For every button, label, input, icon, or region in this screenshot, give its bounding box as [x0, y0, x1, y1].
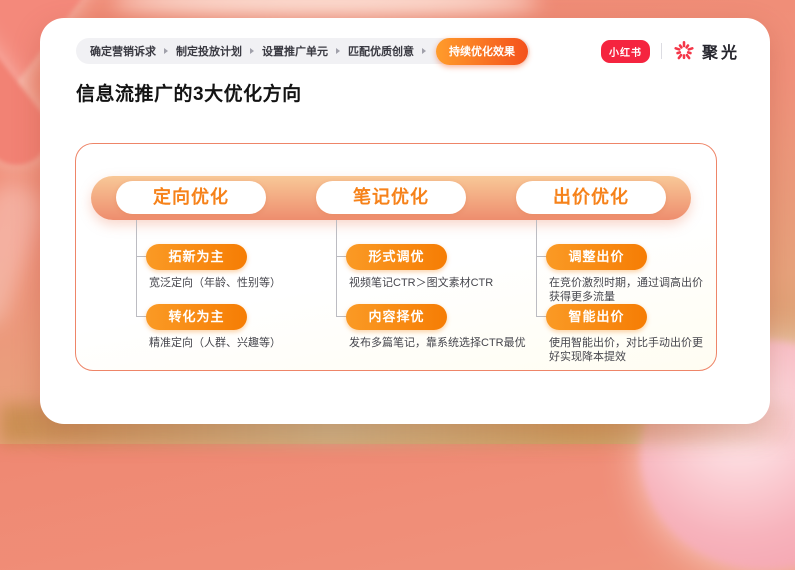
spark-burst-icon — [674, 41, 694, 60]
item-pill: 转化为主 — [146, 304, 247, 330]
item-description: 宽泛定向（年龄、性别等） — [149, 277, 281, 289]
column-targeting: 定向优化 拓新为主 宽泛定向（年龄、性别等） 转化为主 精准定向（人群、兴趣等） — [116, 144, 316, 370]
item-description: 视频笔记CTR＞图文素材CTR — [349, 277, 494, 289]
item-pill: 形式调优 — [346, 244, 447, 270]
arrow-right-icon — [250, 48, 254, 54]
breadcrumb: 确定营销诉求 制定投放计划 设置推广单元 匹配优质创意 持续优化效果 — [76, 37, 530, 65]
breadcrumb-step-3[interactable]: 设置推广单元 — [262, 46, 328, 58]
breadcrumb-step-2[interactable]: 制定投放计划 — [176, 46, 242, 58]
arrow-right-icon — [422, 48, 426, 54]
connector-line — [136, 256, 147, 257]
item-pill: 内容择优 — [346, 304, 447, 330]
column-header-pill: 笔记优化 — [316, 181, 466, 214]
item-description: 在竞价激烈时期，通过调高出价获得更多流量 — [549, 277, 703, 304]
connector-line — [136, 316, 147, 317]
connector-line — [136, 220, 137, 317]
breadcrumb-step-1[interactable]: 确定营销诉求 — [90, 46, 156, 58]
column-header-pill: 出价优化 — [516, 181, 666, 214]
page-title: 信息流推广的3大优化方向 — [76, 84, 302, 105]
connector-line — [536, 316, 547, 317]
arrow-right-icon — [336, 48, 340, 54]
breadcrumb-step-4[interactable]: 匹配优质创意 — [348, 46, 414, 58]
item-pill: 智能出价 — [546, 304, 647, 330]
column-bid: 出价优化 调整出价 在竞价激烈时期，通过调高出价获得更多流量 智能出价 使用智能… — [516, 144, 716, 370]
slide-card: 确定营销诉求 制定投放计划 设置推广单元 匹配优质创意 持续优化效果 小红书 — [40, 18, 770, 424]
item-description: 精准定向（人群、兴趣等） — [149, 337, 281, 349]
connector-line — [336, 256, 347, 257]
content-panel: 定向优化 拓新为主 宽泛定向（年龄、性别等） 转化为主 精准定向（人群、兴趣等）… — [75, 143, 717, 371]
brand-lockup: 小红书 聚光 — [600, 39, 740, 63]
item-description: 发布多篇笔记，靠系统选择CTR最优 — [349, 337, 526, 349]
item-description: 使用智能出价，对比手动出价更好实现降本提效 — [549, 337, 703, 364]
connector-line — [536, 256, 547, 257]
xiaohongshu-logo: 小红书 — [600, 39, 650, 63]
product-name: 聚光 — [701, 45, 740, 62]
brand-divider — [660, 43, 662, 59]
top-bar: 确定营销诉求 制定投放计划 设置推广单元 匹配优质创意 持续优化效果 小红书 — [40, 18, 770, 65]
breadcrumb-active-step[interactable]: 持续优化效果 — [436, 37, 528, 65]
arrow-right-icon — [164, 48, 168, 54]
item-pill: 拓新为主 — [146, 244, 247, 270]
background-top-glow — [110, 0, 540, 16]
connector-line — [336, 220, 337, 317]
connector-line — [536, 220, 537, 317]
item-pill: 调整出价 — [546, 244, 647, 270]
connector-line — [336, 316, 347, 317]
column-note: 笔记优化 形式调优 视频笔记CTR＞图文素材CTR 内容择优 发布多篇笔记，靠系… — [316, 144, 526, 370]
column-header-pill: 定向优化 — [116, 181, 266, 214]
